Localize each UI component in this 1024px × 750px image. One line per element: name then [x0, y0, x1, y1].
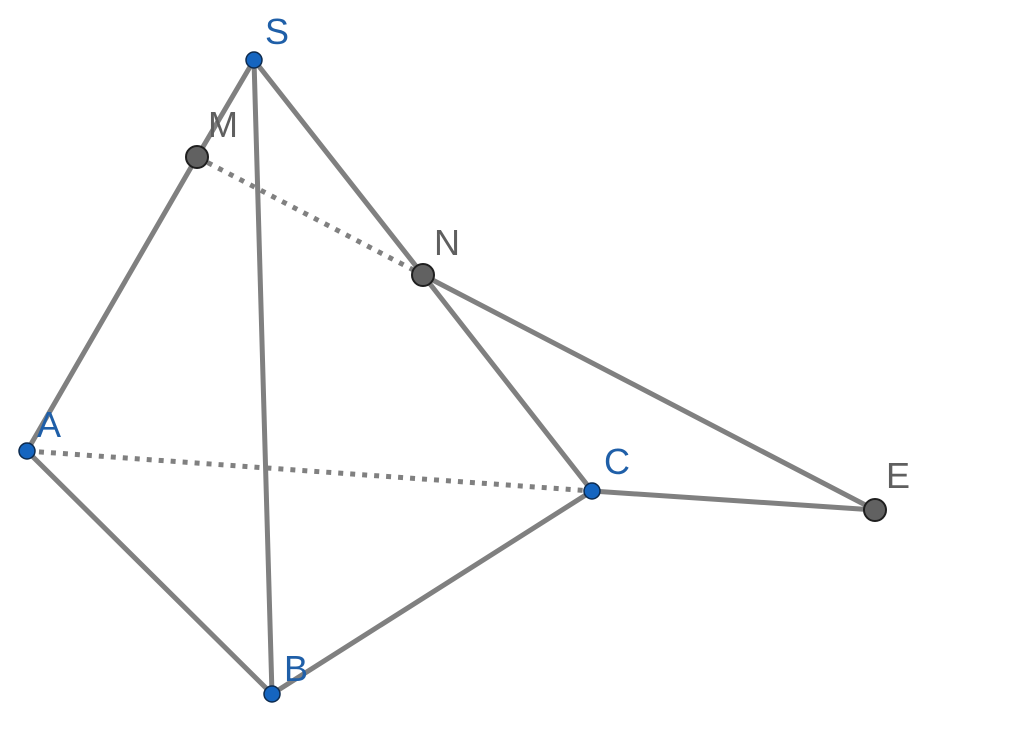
- segment-sm: [194, 57, 257, 160]
- segment-ne: [420, 272, 878, 513]
- point-s: [245, 51, 263, 69]
- segment-ma: [24, 154, 200, 454]
- segment-mn-hidden: [195, 154, 425, 278]
- point-a: [18, 442, 36, 460]
- points-layer: [18, 51, 887, 703]
- point-n: [411, 263, 435, 287]
- segment-ac-hidden: [26, 448, 593, 494]
- labels-layer: S M N A B C E: [37, 11, 910, 689]
- edges-layer: [24, 57, 878, 697]
- label-s: S: [265, 11, 289, 52]
- point-c: [583, 482, 601, 500]
- label-b: B: [284, 648, 308, 689]
- point-m: [185, 145, 209, 169]
- segment-nc: [420, 272, 595, 494]
- label-m: M: [208, 104, 238, 145]
- label-c: C: [604, 441, 630, 482]
- segment-sn: [251, 57, 426, 278]
- label-n: N: [434, 222, 460, 263]
- point-b: [263, 685, 281, 703]
- label-a: A: [37, 404, 61, 445]
- segment-bc: [269, 488, 595, 697]
- point-e: [863, 498, 887, 522]
- segment-ce: [589, 488, 878, 513]
- label-e: E: [886, 455, 910, 496]
- segment-ab: [24, 448, 275, 697]
- segment-sb: [251, 57, 275, 697]
